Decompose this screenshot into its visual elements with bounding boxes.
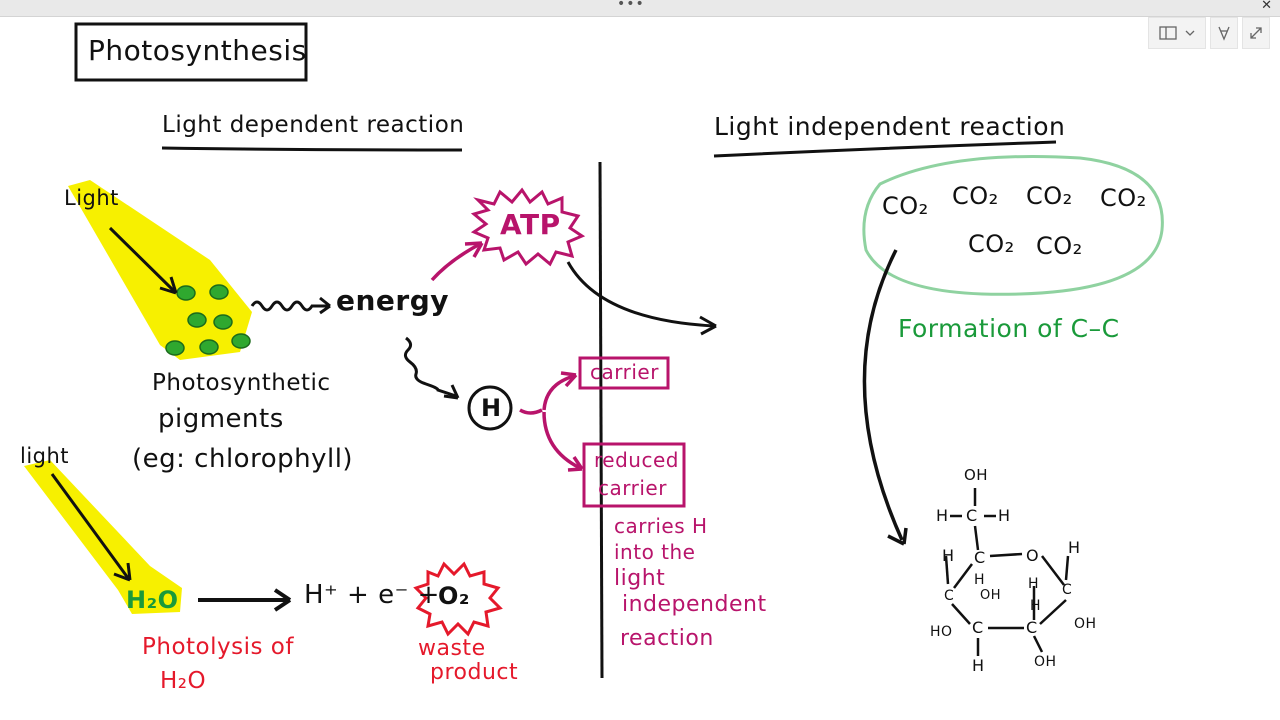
light-label-2: light [20,444,70,468]
split-view-icon [1159,26,1177,40]
energy-label: energy [336,284,450,317]
arrow-atp-to-independent [566,261,715,328]
reduced-carrier-line-2: carrier [598,476,667,500]
light-beam-highlight [68,180,252,360]
co2-label-5: CO₂ [968,230,1015,258]
pigments-line-1: Photosynthetic [152,370,331,396]
heading-light-independent: Light independent reaction [714,112,1066,141]
carries-line-3: light [614,566,666,591]
glucose-oh-c2: OH [1034,654,1057,670]
glucose-h-c4: H [974,572,986,588]
carrier-box [578,356,670,390]
close-icon[interactable]: ✕ [1261,0,1272,13]
squiggle-to-h [403,336,457,398]
carrier-label: carrier [590,360,659,384]
light-label-1: Light [64,186,119,210]
glucose-h-right: H [998,506,1011,525]
title-box [74,22,308,82]
atp-label: ATP [500,208,561,241]
pen-icon [1218,26,1230,41]
o2-burst [413,561,503,637]
photolysis-line-2: H₂O [160,668,207,694]
arrow-h-right [519,408,543,415]
glucose-top-oh: OH [964,466,989,484]
glucose-oh-c1: OH [1074,616,1097,632]
glucose-h-c2: H [1030,598,1042,614]
light-beam-highlight-2 [24,460,182,614]
glucose-h-c3: H [972,656,985,675]
co2-label-4: CO₂ [1100,184,1147,212]
reduced-carrier-box [582,442,686,508]
formation-label: Formation of C–C [898,314,1120,343]
glucose-h-left: H [936,506,949,525]
atp-burst [470,187,586,267]
heading-light-dependent: Light dependent reaction [162,112,465,138]
carries-line-1: carries H [614,514,708,538]
arrow-energy-to-atp [430,242,481,282]
divider-line [598,161,604,679]
co2-label-2: CO₂ [952,182,999,210]
photolysis-line-1: Photolysis of [142,634,294,660]
pigments-line-3: (eg: chlorophyll) [132,444,354,474]
co2-label-3: CO₂ [1026,182,1073,210]
pigments-line-2: pigments [158,404,284,434]
glucose-c2: C [1026,618,1038,637]
products-label: H⁺ + e⁻ + [304,580,440,610]
more-options-icon[interactable]: ••• [617,0,645,12]
glucose-h-c5: H [942,546,955,565]
arrow-co2-to-glucose [862,249,904,541]
chevron-down-icon [1185,30,1195,36]
chloroplast-cluster [165,284,251,356]
arrow-to-carrier [542,374,575,411]
view-mode-button[interactable] [1148,17,1206,49]
h-label: H [481,394,502,422]
glucose-c3: C [972,618,984,637]
arrow-light-to-pigments [108,226,177,294]
o2-label: O₂ [438,582,470,610]
arrow-light-to-h2o [50,473,130,579]
glucose-bonds [944,488,1070,656]
glucose-h-c5-below: H [1028,576,1040,592]
expand-icon [1250,27,1262,39]
page-title: Photosynthesis [88,34,307,67]
h2o-label: H₂O [126,586,179,614]
waste-line-1: waste [418,636,486,661]
glucose-oh-c4: OH [980,588,1002,603]
glucose-c-top: C [966,506,978,525]
glucose-o-ring: O [1026,546,1040,565]
expand-button[interactable] [1242,17,1270,49]
glucose-ho-c4: HO [930,624,953,640]
reduced-carrier-line-1: reduced [594,448,679,472]
viewer-toolbar [1148,17,1270,49]
waste-line-2: product [430,660,519,685]
draw-button[interactable] [1210,17,1238,49]
carries-line-2: into the [614,540,696,564]
glucose-c4: C [944,588,955,604]
co2-label-1: CO₂ [882,192,929,220]
squiggle-to-energy [250,300,330,312]
glucose-c5: C [974,548,986,567]
window-titlebar: ••• ✕ [0,0,1280,17]
arrow-to-reduced-carrier [542,411,581,470]
h-circle [467,385,513,431]
carries-line-5: reaction [620,626,714,651]
co2-label-6: CO₂ [1036,232,1083,260]
co2-ring [862,154,1164,296]
carries-line-4: independent [622,592,767,617]
glucose-c1: C [1062,582,1073,598]
heading-underline-right [713,140,1057,158]
glucose-h-c1: H [1068,538,1081,557]
heading-underline-left [161,146,463,152]
